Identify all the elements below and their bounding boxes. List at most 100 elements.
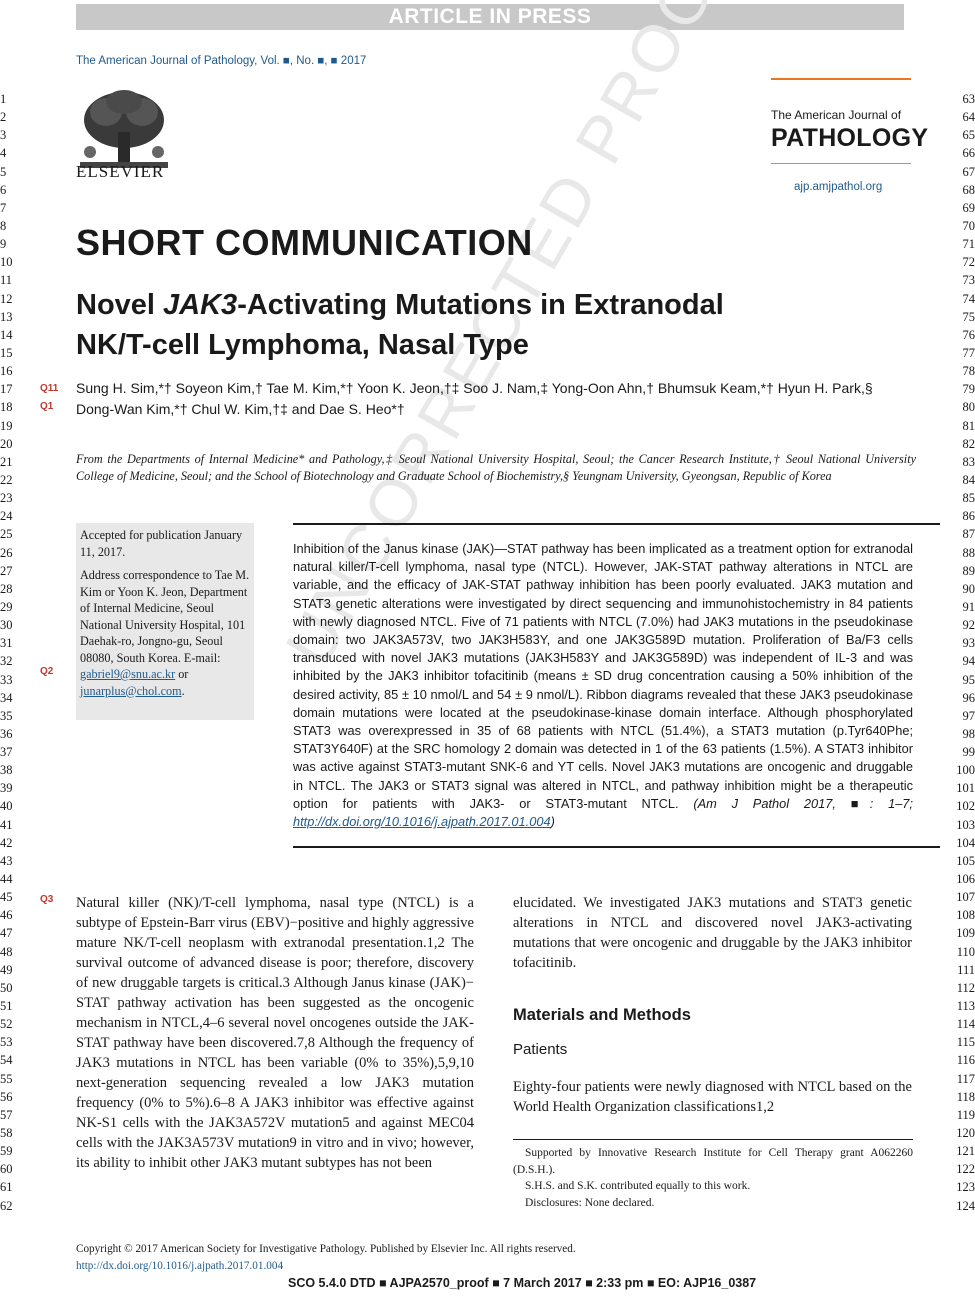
journal-url-link[interactable]: ajp.amjpathol.org — [794, 181, 883, 193]
line-number: 49 — [0, 962, 13, 977]
line-number: 39 — [0, 781, 13, 796]
publisher-name: ELSEVIER — [76, 162, 165, 181]
abstract-doi-link[interactable]: http://dx.doi.org/10.1016/j.ajpath.2017.… — [293, 814, 551, 830]
article-title: Novel JAK3-Activating Mutations in Extra… — [76, 285, 796, 365]
author-list: Sung H. Sim,*† Soyeon Kim,† Tae M. Kim,*… — [76, 378, 916, 420]
email-link-2[interactable]: junarplus@chol.com — [80, 683, 182, 698]
section-heading: SHORT COMMUNICATION — [76, 222, 533, 263]
line-number: 102 — [956, 799, 975, 814]
line-number: 122 — [956, 1162, 975, 1177]
line-number: 81 — [962, 418, 975, 433]
line-number: 101 — [956, 781, 975, 796]
footnote-disclosures: Disclosures: None declared. — [525, 1196, 655, 1209]
line-number: 97 — [962, 708, 975, 723]
line-number: 70 — [962, 218, 975, 233]
line-number: 123 — [956, 1180, 975, 1195]
email-link-1[interactable]: gabriel9@snu.ac.kr — [80, 667, 176, 681]
doi-link[interactable]: http://dx.doi.org/10.1016/j.ajpath.2017.… — [76, 1259, 284, 1272]
line-number: 22 — [0, 472, 13, 487]
line-number: 92 — [962, 618, 975, 633]
line-number: 69 — [962, 200, 975, 215]
line-number: 124 — [956, 1198, 975, 1213]
title-part-c: -Activating Mutations in Extranodal — [237, 289, 724, 321]
line-number: 115 — [956, 1035, 975, 1050]
query-mark-q1[interactable]: Q1 — [40, 401, 54, 412]
end-text: . — [181, 683, 185, 698]
line-number: 19 — [0, 418, 13, 433]
line-number: 106 — [956, 872, 975, 887]
accepted-date: Accepted for publication January 11, 201… — [80, 528, 243, 559]
line-number: 120 — [956, 1126, 975, 1141]
abstract-text: Inhibition of the Janus kinase (JAK)—STA… — [293, 541, 913, 811]
line-number: 93 — [962, 636, 975, 651]
line-number: 78 — [962, 364, 975, 379]
line-number: 1 — [0, 92, 7, 106]
line-number: 34 — [0, 690, 13, 705]
title-part-d: NK/T-cell Lymphoma, Nasal Type — [76, 329, 529, 361]
line-number: 32 — [0, 654, 13, 669]
query-mark-q3[interactable]: Q3 — [40, 894, 54, 905]
query-mark-q11[interactable]: Q11 — [40, 383, 59, 394]
line-number: 76 — [962, 327, 975, 342]
line-number: 107 — [956, 890, 975, 905]
line-number: 73 — [962, 273, 975, 288]
journal-logo-big: PATHOLOGY — [771, 124, 929, 152]
line-number: 90 — [962, 581, 975, 596]
line-number: 25 — [0, 527, 13, 542]
line-number: 87 — [962, 527, 975, 542]
line-number: 43 — [0, 853, 13, 868]
line-number: 50 — [0, 980, 13, 995]
line-number: 89 — [962, 563, 975, 578]
abstract-citation: (Am J Pathol 2017, ■: 1–7; — [693, 795, 913, 811]
line-number: 11 — [0, 273, 13, 288]
line-number: 41 — [0, 817, 13, 832]
line-number: 42 — [0, 835, 13, 850]
line-number: 36 — [0, 726, 13, 741]
line-number: 10 — [0, 255, 13, 270]
line-number: 58 — [0, 1126, 13, 1141]
journal-logo-small: The American Journal of — [771, 108, 902, 122]
line-number: 67 — [962, 164, 975, 179]
line-number: 13 — [0, 309, 13, 324]
line-number: 18 — [0, 400, 13, 415]
line-number: 103 — [956, 817, 975, 832]
line-number: 44 — [0, 872, 13, 887]
intro-paragraph: Natural killer (NK)/T-cell lymphoma, nas… — [76, 895, 474, 1171]
abstract: Inhibition of the Janus kinase (JAK)—STA… — [293, 540, 913, 831]
line-number: 60 — [0, 1162, 13, 1177]
line-number: 71 — [962, 237, 975, 252]
line-number: 2 — [0, 110, 7, 125]
line-number: 74 — [962, 291, 975, 306]
line-number: 7 — [0, 200, 7, 215]
line-number: 40 — [0, 799, 13, 814]
line-number: 4 — [0, 146, 7, 161]
line-number: 14 — [0, 327, 13, 342]
line-number: 9 — [0, 237, 7, 252]
line-number: 68 — [962, 182, 975, 197]
line-number: 55 — [0, 1071, 13, 1086]
abstract-bottom-rule — [293, 846, 940, 848]
line-number: 17 — [0, 382, 13, 397]
abstract-citation-end: ) — [550, 814, 555, 830]
line-number: 86 — [962, 509, 975, 524]
query-mark-q2[interactable]: Q2 — [40, 666, 54, 677]
line-number: 45 — [0, 890, 13, 905]
line-number: 56 — [0, 1089, 13, 1104]
line-number: 54 — [0, 1053, 13, 1068]
line-number: 24 — [0, 509, 13, 524]
line-number: 104 — [956, 835, 975, 850]
proof-info-line: SCO 5.4.0 DTD ■ AJPA2570_proof ■ 7 March… — [288, 1276, 757, 1290]
line-number: 16 — [0, 364, 13, 379]
elsevier-tree-logo-icon — [76, 88, 172, 172]
line-number: 35 — [0, 708, 13, 723]
copyright-block: Copyright © 2017 American Society for In… — [76, 1241, 576, 1274]
copyright-text: Copyright © 2017 American Society for In… — [76, 1243, 576, 1255]
line-number: 105 — [956, 853, 975, 868]
line-number: 117 — [956, 1071, 975, 1086]
line-number: 31 — [0, 636, 13, 651]
line-number: 53 — [0, 1035, 13, 1050]
journal-logo-divider — [771, 163, 911, 164]
line-number: 121 — [956, 1144, 975, 1159]
